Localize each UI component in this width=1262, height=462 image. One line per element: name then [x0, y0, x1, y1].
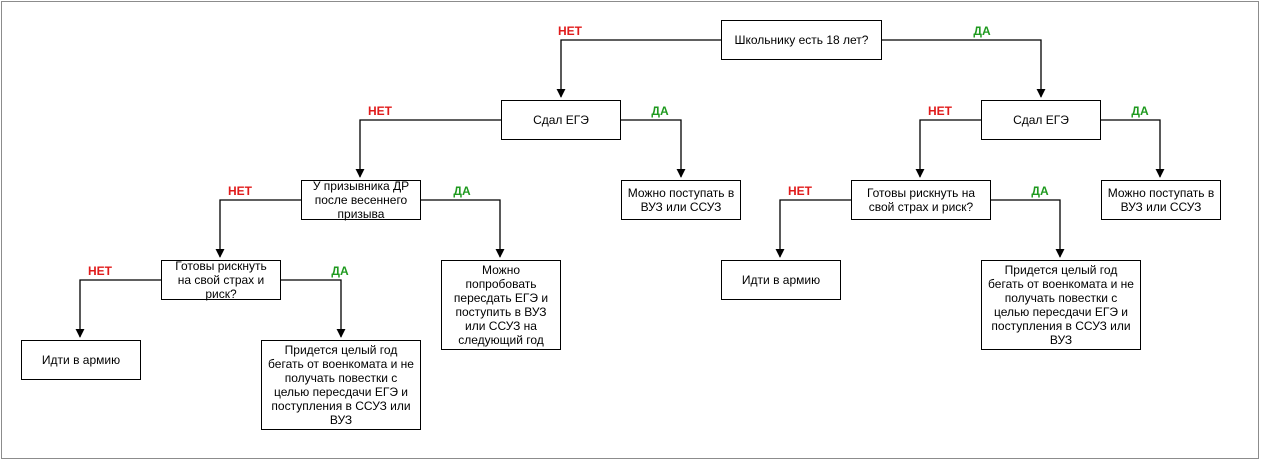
node-retake-next-year: Можно попробовать пересдать ЕГЭ и поступ… — [441, 260, 561, 350]
node-join-army-right: Идти в армию — [721, 260, 841, 300]
node-birthday-after-draft: У призывника ДР после весеннего призыва — [301, 179, 421, 221]
edge-risk-a-yes — [281, 279, 346, 338]
edge-birthday-yes — [421, 199, 505, 258]
edge-risk-b-no — [775, 199, 851, 258]
label-exam-a-yes: ДА — [651, 104, 669, 118]
label-risk-b-no: НЕТ — [788, 184, 812, 198]
edge-risk-b-yes — [991, 199, 1065, 258]
edge-risk-a-no — [75, 279, 161, 338]
edge-root-no — [556, 39, 721, 98]
edge-exam-b-no — [915, 119, 981, 178]
label-birthday-yes: ДА — [453, 184, 471, 198]
label-root-yes: ДА — [973, 24, 991, 38]
edge-exam-b-yes — [1101, 119, 1165, 178]
edge-root-yes — [882, 39, 1046, 98]
label-exam-b-no: НЕТ — [928, 104, 952, 118]
label-birthday-no: НЕТ — [228, 184, 252, 198]
label-root-no: НЕТ — [558, 24, 582, 38]
edge-exam-a-no — [355, 119, 501, 178]
label-risk-b-yes: ДА — [1031, 184, 1049, 198]
node-root-age-question: Школьнику есть 18 лет? — [721, 20, 882, 60]
edge-exam-a-yes — [621, 119, 686, 178]
node-can-enroll-right: Можно поступать в ВУЗ или ССУЗ — [1101, 180, 1221, 220]
label-exam-b-yes: ДА — [1131, 104, 1149, 118]
node-avoid-draft-right: Придется целый год бегать от военкомата … — [981, 260, 1141, 350]
node-can-enroll-left: Можно поступать в ВУЗ или ССУЗ — [621, 180, 741, 220]
node-exam-passed-right: Сдал ЕГЭ — [981, 100, 1101, 140]
label-risk-a-no: НЕТ — [88, 264, 112, 278]
node-join-army-left: Идти в армию — [21, 340, 141, 380]
label-risk-a-yes: ДА — [331, 264, 349, 278]
node-risk-question-right: Готовы рискнуть на свой страх и риск? — [851, 180, 991, 220]
node-risk-question-left: Готовы рискнуть на свой страх и риск? — [161, 259, 281, 301]
edge-birthday-no — [215, 199, 301, 258]
label-exam-a-no: НЕТ — [368, 104, 392, 118]
node-avoid-draft-left: Придется целый год бегать от военкомата … — [261, 340, 421, 430]
node-exam-passed-left: Сдал ЕГЭ — [501, 100, 621, 140]
